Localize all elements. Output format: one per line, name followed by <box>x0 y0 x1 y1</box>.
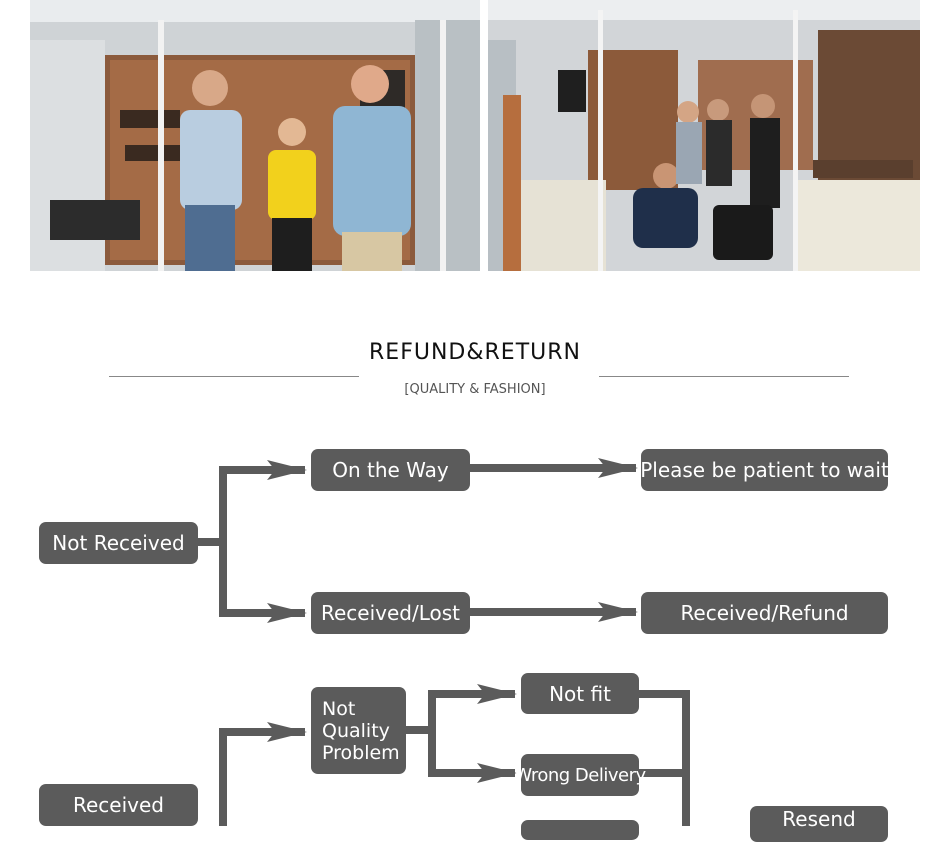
next-branch-box <box>521 820 639 840</box>
not-quality-problem-box: Not Quality Problem <box>311 687 406 774</box>
title-rule-left <box>109 376 359 377</box>
section-subtitle: [QUALITY & FASHION] <box>404 382 546 397</box>
not-fit-box: Not fit <box>521 673 639 714</box>
received-box: Received <box>39 784 198 826</box>
wrong-delivery-box: Wrong Delivery <box>514 754 646 796</box>
trade-show-photo-right <box>488 0 920 271</box>
not-received-box: Not Received <box>39 522 198 564</box>
resend-box: Resend <box>750 806 888 842</box>
trade-show-photo-left-image <box>30 0 480 271</box>
section-title: REFUND&RETURN <box>369 340 581 365</box>
trade-show-photo-left <box>30 0 480 271</box>
received-refund-box: Received/Refund <box>641 592 888 634</box>
on-the-way-box: On the Way <box>311 449 470 491</box>
received-lost-box: Received/Lost <box>311 592 470 634</box>
trade-show-photo-right-image <box>488 0 920 271</box>
please-wait-box: Please be patient to wait <box>640 449 889 491</box>
title-rule-right <box>599 376 849 377</box>
